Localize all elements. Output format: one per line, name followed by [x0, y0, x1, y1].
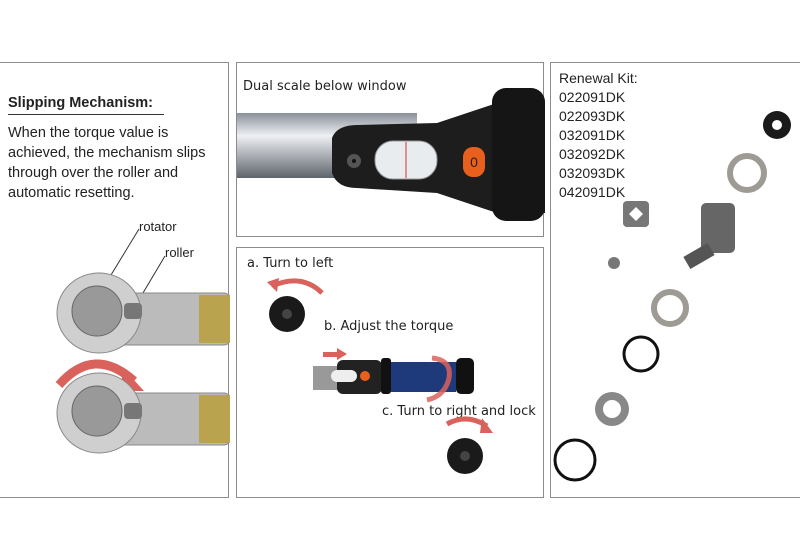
renewal-kit-panel: Renewal Kit: 022091DK 022093DK 032091DK …	[550, 62, 800, 498]
adjust-illustration	[267, 278, 493, 474]
kit-code: 032091DK	[559, 127, 626, 143]
kit-code: 022093DK	[559, 108, 626, 124]
turn-left-arrow-icon	[271, 278, 324, 295]
ratchet-head-bottom	[56, 372, 230, 454]
slipping-title: Slipping Mechanism:	[8, 95, 164, 115]
ratchet-head-top	[56, 272, 230, 354]
step-c-label: c. Turn to right and lock	[382, 404, 536, 419]
kit-code: 042091DK	[559, 184, 626, 200]
scale-window-illustration: 0	[237, 88, 545, 221]
dual-scale-panel: Dual scale below window 0	[236, 62, 545, 237]
kit-code: 032093DK	[559, 165, 626, 181]
step-a-label: a. Turn to left	[247, 256, 334, 271]
kit-code: 022091DK	[559, 89, 626, 105]
roller-label: roller	[165, 245, 194, 260]
step-b-label: b. Adjust the torque	[324, 319, 454, 334]
slipping-mechanism-panel: Slipping Mechanism: When the torque valu…	[0, 62, 230, 498]
slipping-description: When the torque value is achieved, the m…	[8, 125, 206, 201]
rotator-label: rotator	[139, 219, 177, 234]
adjust-torque-panel: a. Turn to left b. Adjust the torque c. …	[236, 247, 544, 498]
kit-title: Renewal Kit:	[559, 70, 638, 86]
kit-parts-illustration	[553, 111, 791, 482]
zero-button-label: 0	[470, 154, 478, 170]
kit-code: 032092DK	[559, 146, 626, 162]
zero-button	[463, 147, 485, 177]
renewal-kit-list: Renewal Kit: 022091DK 022093DK 032091DK …	[559, 69, 638, 202]
rotate-arrow-icon	[426, 355, 452, 403]
dual-scale-caption: Dual scale below window	[243, 79, 407, 94]
turn-right-arrow-icon	[445, 416, 489, 429]
ratchet-illustration	[55, 228, 230, 454]
